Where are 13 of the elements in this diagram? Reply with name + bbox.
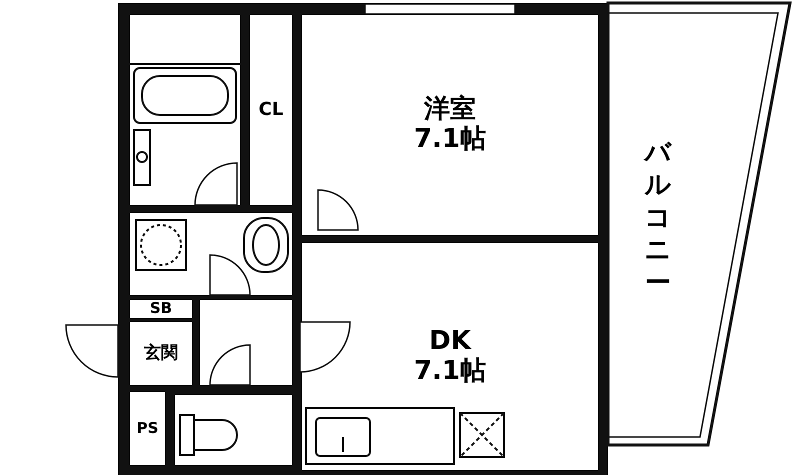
room-name: 洋室 xyxy=(424,95,476,125)
room xyxy=(130,300,192,318)
room xyxy=(130,322,192,385)
room-name: 玄関 xyxy=(144,344,178,364)
room-name: SB xyxy=(150,300,172,318)
room-name: バルコニー xyxy=(643,136,673,300)
room-name: DK xyxy=(429,326,471,356)
room xyxy=(302,243,598,470)
room-name: CL xyxy=(258,100,284,120)
area-label: 7.1帖 xyxy=(414,356,486,386)
room xyxy=(302,15,598,235)
room-name: PS xyxy=(136,420,158,438)
area-label: 7.1帖 xyxy=(414,125,486,155)
